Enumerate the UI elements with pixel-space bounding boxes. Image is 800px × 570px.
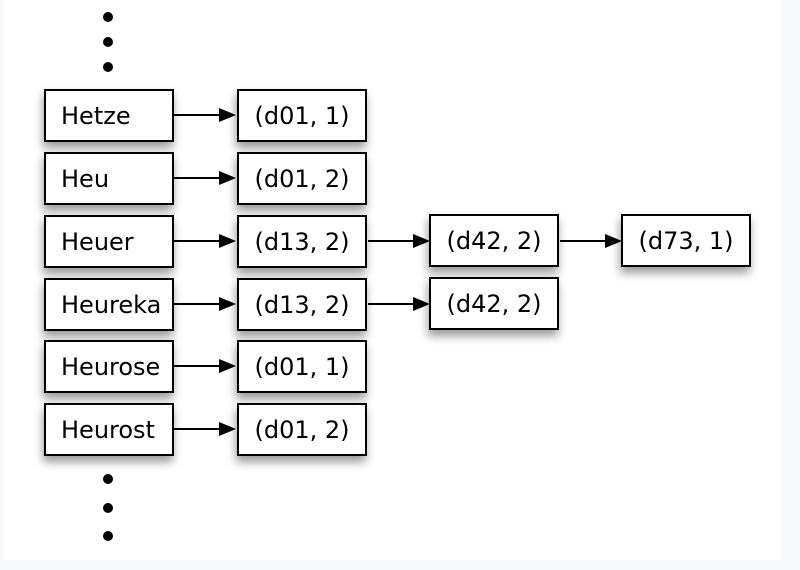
- term-box-heurose: Heurose: [44, 340, 174, 393]
- posting-box: (d42, 2): [429, 214, 559, 267]
- dot: [103, 62, 113, 72]
- dot: [103, 531, 113, 541]
- arrow-right-icon: [174, 297, 236, 311]
- arrow-right-icon: [560, 234, 622, 248]
- diagram-canvas: Hetze (d01, 1) Heu (d01, 2) Heuer (d13, …: [4, 0, 782, 560]
- posting-box: (d01, 2): [237, 152, 367, 205]
- arrow-right-icon: [174, 359, 236, 373]
- dot: [103, 37, 113, 47]
- dot: [103, 503, 113, 513]
- posting-box: (d42, 2): [429, 277, 559, 330]
- posting-box: (d01, 2): [237, 403, 367, 456]
- dot: [103, 12, 113, 22]
- term-box-heu: Heu: [44, 152, 174, 205]
- arrow-right-icon: [368, 297, 430, 311]
- posting-box: (d13, 2): [237, 278, 367, 331]
- term-box-hetze: Hetze: [44, 89, 174, 142]
- posting-box: (d01, 1): [237, 340, 367, 393]
- posting-box: (d13, 2): [237, 215, 367, 268]
- dot: [103, 474, 113, 484]
- arrow-right-icon: [174, 422, 236, 436]
- term-box-heuer: Heuer: [44, 215, 174, 268]
- arrow-right-icon: [174, 108, 236, 122]
- term-box-heurost: Heurost: [44, 403, 174, 456]
- arrow-right-icon: [368, 234, 430, 248]
- posting-box: (d01, 1): [237, 89, 367, 142]
- arrow-right-icon: [174, 171, 236, 185]
- posting-box: (d73, 1): [621, 214, 751, 267]
- term-box-heureka: Heureka: [44, 278, 174, 331]
- arrow-right-icon: [174, 234, 236, 248]
